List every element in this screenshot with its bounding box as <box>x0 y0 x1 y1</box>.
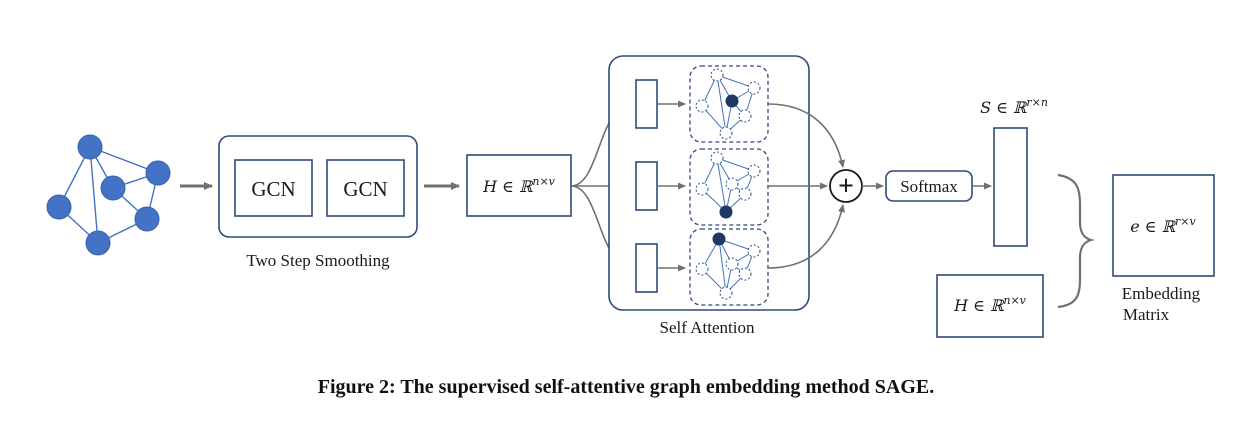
graph-node <box>134 206 160 232</box>
softmax-box: Softmax <box>885 170 973 202</box>
attention-graph-1 <box>689 65 769 143</box>
two-step-smoothing: GCN GCN Two Step Smoothing <box>218 135 418 270</box>
embedding-label-line-1: Embedding <box>1122 284 1201 303</box>
graph-node <box>145 160 171 186</box>
attention-vector-2 <box>635 161 658 211</box>
h-matrix-box: H ∈ ℝn×v <box>466 154 572 217</box>
gcn-label-2: GCN <box>343 177 387 201</box>
embedding-label-line-2: Matrix <box>1123 305 1170 324</box>
attended-node <box>712 232 726 246</box>
gcn-box-1 <box>234 159 313 217</box>
graph-node <box>46 194 72 220</box>
attention-graph-3 <box>689 228 769 306</box>
s-matrix-label: S ∈ ℝr×n <box>980 96 1048 117</box>
figure-caption: Figure 2: The supervised self-attentive … <box>317 376 935 398</box>
merge-arrows <box>767 103 845 269</box>
gcn-box-2 <box>326 159 405 217</box>
graph-node <box>100 175 126 201</box>
attention-vector-3 <box>635 243 658 293</box>
h-matrix-box-2: H ∈ ℝn×v <box>936 274 1044 338</box>
attended-node <box>719 205 733 219</box>
graph-node <box>77 134 103 160</box>
attention-vector-1 <box>635 79 658 129</box>
softmax-label: Softmax <box>900 177 958 196</box>
h-matrix-label-2: H ∈ ℝn×v <box>953 294 1027 315</box>
embedding-matrix: e ∈ ℝr×v Embedding Matrix <box>1112 174 1215 324</box>
sage-diagram: GCN GCN Two Step Smoothing H ∈ ℝn×v <box>46 55 1215 338</box>
aggregation-plus: + <box>829 169 863 203</box>
plus-symbol: + <box>838 171 854 202</box>
self-attention-label: Self Attention <box>660 318 755 337</box>
attended-node <box>725 94 739 108</box>
self-attention: Self Attention <box>608 55 810 337</box>
h-matrix-label: H ∈ ℝn×v <box>482 175 556 196</box>
curly-brace <box>1057 173 1095 309</box>
s-matrix: S ∈ ℝr×n <box>980 96 1048 247</box>
graph-node <box>85 230 111 256</box>
smoothing-label: Two Step Smoothing <box>246 251 390 270</box>
attention-graph-2 <box>689 148 769 226</box>
gcn-label-1: GCN <box>251 177 295 201</box>
input-graph <box>46 134 171 256</box>
e-matrix-label: e ∈ ℝr×v <box>1130 215 1196 236</box>
